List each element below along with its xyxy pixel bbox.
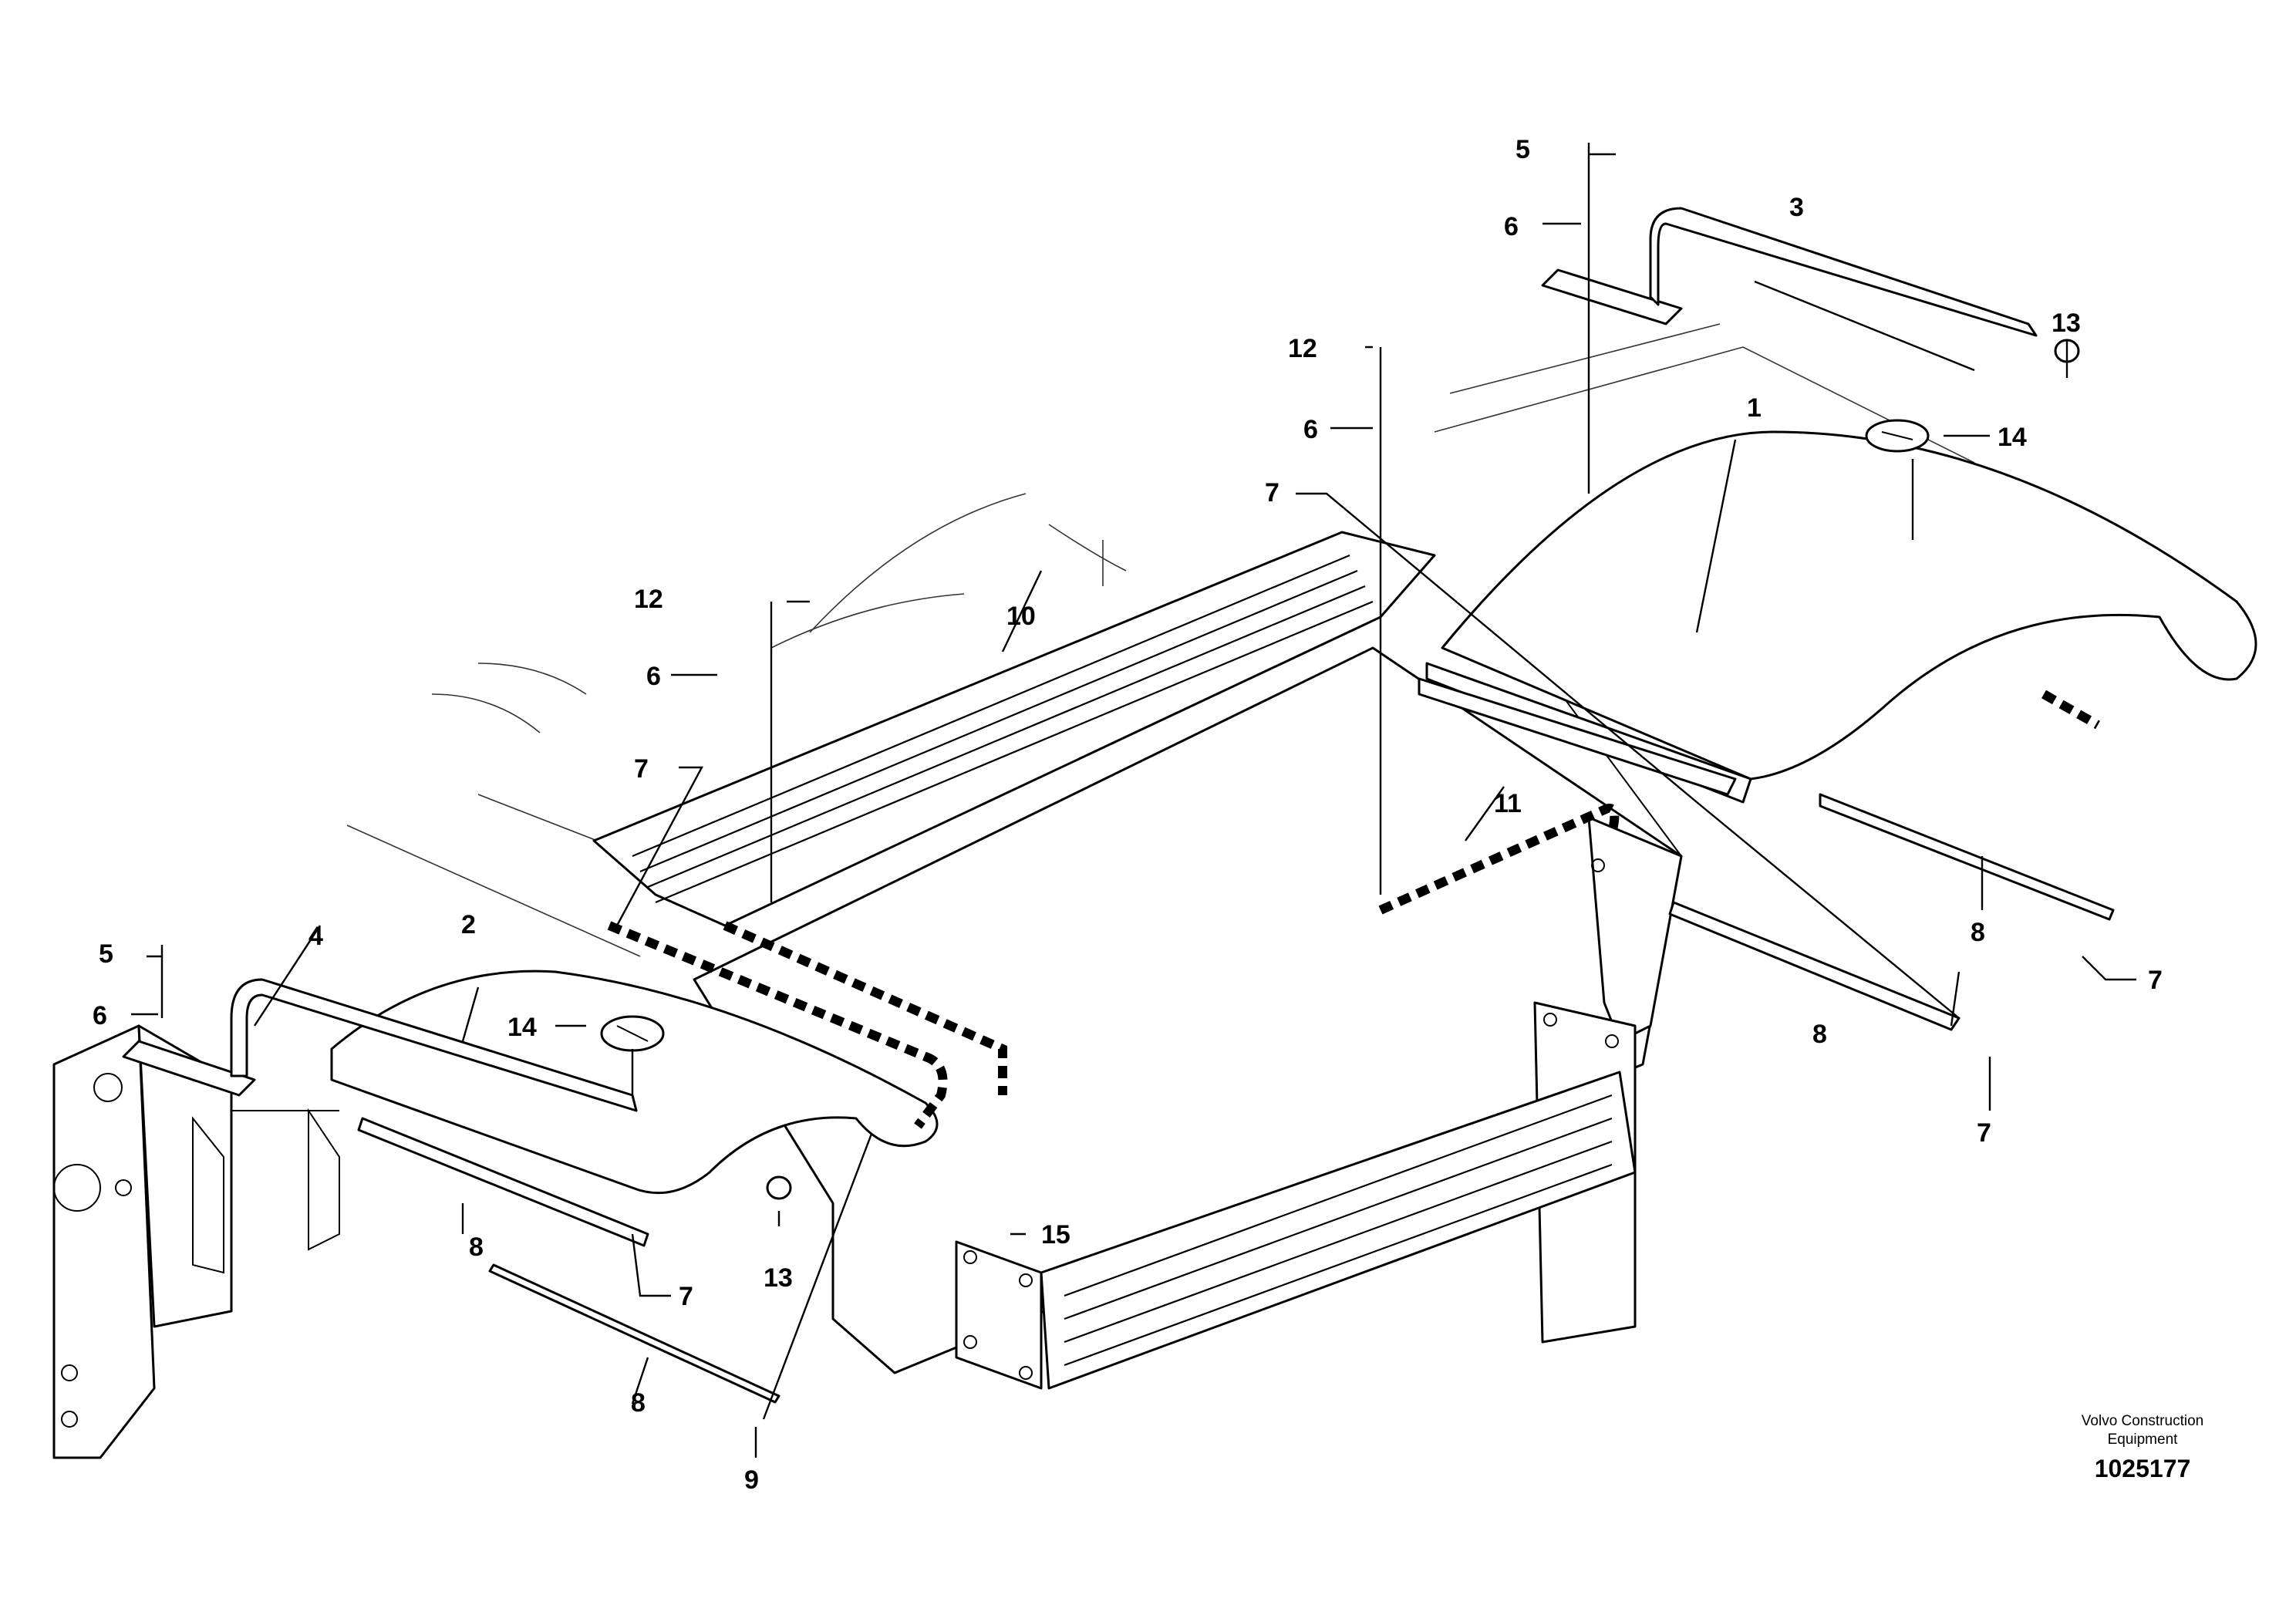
handrail-4 [122, 978, 792, 1200]
callout-12-step: 12 [634, 585, 663, 614]
callout-4: 4 [308, 922, 323, 951]
upper-step-10 [592, 531, 1436, 927]
strip-8-left [357, 1117, 649, 1247]
callout-6-left: 6 [93, 1001, 107, 1030]
callout-7-upper: 7 [1265, 478, 1279, 508]
strip-8-middle [1668, 901, 1961, 1031]
callout-8-left: 8 [469, 1233, 484, 1262]
handrail-3 [1541, 207, 2080, 363]
callout-13-right: 13 [2052, 309, 2081, 338]
brand-line-1: Volvo Construction [2082, 1413, 2203, 1429]
callout-9: 9 [744, 1465, 759, 1495]
callout-6-step: 6 [646, 662, 661, 691]
callout-7-left: 7 [679, 1282, 693, 1311]
strip-8-lower [488, 1263, 781, 1404]
callout-8-right: 8 [1971, 918, 1985, 947]
callout-6-mid: 6 [1303, 415, 1318, 444]
callout-12-top: 12 [1288, 334, 1317, 363]
brand-line-2: Equipment [2108, 1431, 2179, 1448]
callout-13-left: 13 [764, 1263, 793, 1293]
callout-14-left: 14 [507, 1013, 537, 1042]
fender-1 [1425, 419, 2257, 804]
callout-8-lower: 8 [631, 1388, 646, 1418]
callout-11: 11 [1494, 789, 1522, 818]
callout-6-top: 6 [1504, 212, 1519, 241]
callout-labels: 1 2 3 4 5 5 6 6 6 6 7 7 7 7 7 8 8 8 8 9 … [93, 135, 2163, 1495]
callout-7-right: 7 [2148, 966, 2163, 995]
strips-8 [357, 677, 2115, 1404]
title-block: Volvo Construction Equipment 1025177 [2082, 1413, 2203, 1482]
callout-7-lower-right: 7 [1977, 1118, 1991, 1148]
fender-2 [330, 969, 939, 1195]
callout-8-middle: 8 [1812, 1020, 1827, 1049]
callout-2: 2 [461, 910, 476, 939]
callout-5-left: 5 [99, 939, 113, 969]
strip-8-right [1819, 793, 2115, 921]
callout-10: 10 [1006, 602, 1036, 631]
callout-3: 3 [1789, 193, 1804, 222]
callout-15: 15 [1041, 1220, 1070, 1249]
hidden-lines [607, 690, 2100, 1129]
document-number: 1025177 [2095, 1455, 2191, 1482]
leader-lines [131, 143, 2136, 1458]
machine-frame-left [52, 1024, 340, 1459]
callout-5-top: 5 [1515, 135, 1530, 164]
lower-step-assembly [955, 1071, 1637, 1390]
callout-7-step: 7 [634, 754, 649, 784]
callout-1: 1 [1747, 393, 1762, 423]
callout-14-right: 14 [1998, 423, 2027, 452]
